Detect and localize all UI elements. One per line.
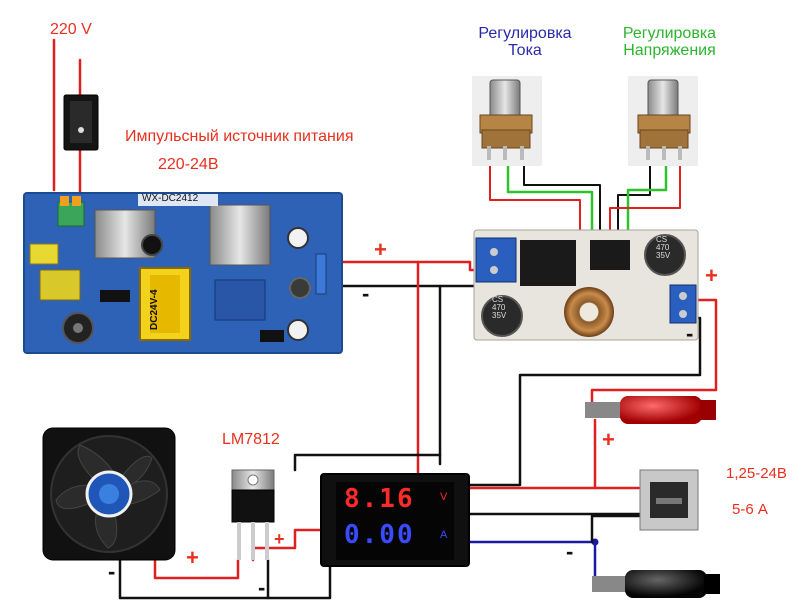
power-supply-board bbox=[23, 192, 343, 354]
minus-sign-regulator: - bbox=[258, 575, 266, 600]
psu-plus-wire bbox=[318, 260, 487, 272]
current-pot-label: Регулировка Тока bbox=[465, 25, 585, 60]
rocker-switch bbox=[63, 94, 99, 151]
cap-left-line1: CS bbox=[492, 295, 504, 304]
plus-sign-fan: + bbox=[186, 545, 199, 570]
current-pot-wire-red bbox=[489, 157, 594, 241]
voltage-potentiometer bbox=[628, 76, 698, 166]
voltage-pot-label-line1: Регулировка bbox=[622, 25, 717, 42]
cap-left-line2: 470 bbox=[492, 303, 506, 312]
current-pot-label-line2: Тока bbox=[508, 41, 542, 59]
red-output-terminal bbox=[585, 396, 716, 424]
current-pot-label-line1: Регулировка bbox=[478, 25, 572, 42]
psu-range-label: 220-24В bbox=[158, 156, 219, 173]
cap-left-marking: CS 470 35V bbox=[492, 296, 506, 320]
current-unit: A bbox=[440, 529, 448, 541]
minus-sign-converter: - bbox=[686, 321, 694, 346]
plus-sign-regulator: + bbox=[274, 529, 285, 549]
black-usb-down bbox=[590, 514, 642, 544]
plus-sign-psu: + bbox=[374, 237, 387, 262]
regulator-label: LM7812 bbox=[222, 431, 280, 448]
out-plus-wire bbox=[590, 298, 718, 412]
cap-right-marking: CS 470 35V bbox=[656, 236, 670, 260]
cap-right-line1: CS bbox=[656, 235, 668, 244]
voltage-pot-wire-green bbox=[626, 158, 668, 252]
lm7812-regulator bbox=[231, 469, 275, 560]
wires bbox=[52, 38, 718, 600]
cap-left-line3: 35V bbox=[492, 311, 507, 320]
output-current-label: 5-6 А bbox=[732, 501, 768, 518]
cap-right-line2: 470 bbox=[656, 243, 670, 252]
current-pot-wire-green bbox=[506, 158, 594, 250]
voltage-unit: V bbox=[440, 491, 448, 503]
plus-sign-terminal: + bbox=[602, 427, 615, 452]
output-range-label: 1,25-24В bbox=[726, 465, 787, 482]
psu-title-label: Импульсный источник питания bbox=[125, 128, 354, 145]
minus-sign-terminal: - bbox=[566, 539, 574, 564]
blue-meter-wire bbox=[466, 540, 602, 592]
fan-black-wire bbox=[118, 550, 332, 600]
dc-dc-converter-board bbox=[473, 229, 699, 341]
psu-trafo-label: DC24V-4 bbox=[149, 289, 160, 330]
mains-voltage-label: 220 V bbox=[50, 21, 92, 38]
voltage-pot-wire-black bbox=[617, 159, 651, 251]
black-output-terminal bbox=[592, 570, 720, 598]
voltage-pot-label-line2: Напряжения bbox=[623, 41, 716, 59]
plus-sign-converter: + bbox=[705, 263, 718, 288]
minus-sign-psu: - bbox=[362, 281, 370, 306]
current-potentiometer bbox=[472, 76, 542, 166]
usb-socket bbox=[639, 469, 699, 531]
reg-red-wire bbox=[251, 528, 322, 562]
current-readout: 0.00 bbox=[344, 520, 415, 550]
volt-amp-meter bbox=[320, 473, 470, 567]
voltage-pot-wire-red bbox=[609, 159, 681, 251]
voltage-readout: 8.16 bbox=[344, 484, 415, 514]
cooling-fan bbox=[42, 427, 176, 561]
current-pot-wire-black bbox=[523, 159, 601, 251]
minus-sign-fan: - bbox=[108, 559, 116, 584]
black-wire-meter-top bbox=[293, 453, 442, 472]
fan-red-wire bbox=[153, 546, 240, 580]
psu-model-label: WX-DC2412 bbox=[142, 193, 199, 204]
cap-right-line3: 35V bbox=[656, 251, 671, 260]
voltage-pot-label: Регулировка Напряжения bbox=[607, 25, 732, 60]
